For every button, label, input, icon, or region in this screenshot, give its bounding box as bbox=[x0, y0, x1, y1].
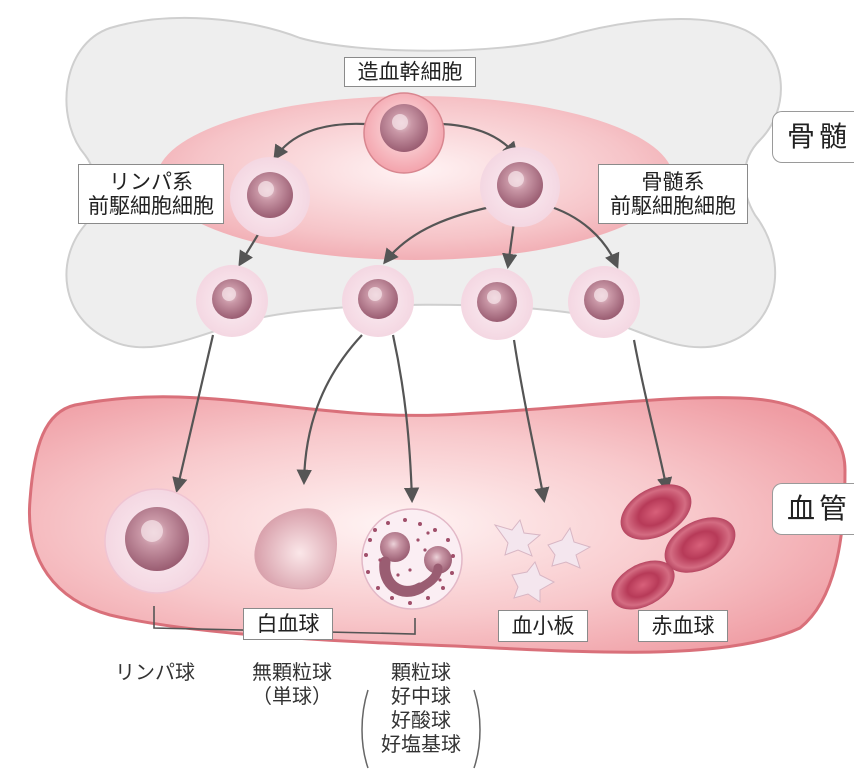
myeloid-progenitor-label: 骨髄系 前駆細胞細胞 bbox=[598, 164, 748, 224]
arrow-to-lymphocyte bbox=[172, 334, 215, 494]
arrow-myeloid-to-4 bbox=[544, 203, 620, 269]
agranulocyte-caption-line2: （単球） bbox=[252, 684, 332, 708]
red-blood-cells bbox=[611, 484, 736, 610]
arrow-stem-to-lymphoid bbox=[273, 122, 366, 161]
granulocyte-paren-left bbox=[361, 689, 369, 769]
granulocyte-paren-right bbox=[473, 689, 481, 769]
monocyte-cell bbox=[254, 508, 337, 590]
lymphocyte-caption: リンパ球 bbox=[100, 660, 210, 684]
stem-cell-label-text: 造血幹細胞 bbox=[357, 60, 463, 84]
arrow-myeloid-to-2 bbox=[383, 203, 501, 265]
platelets bbox=[493, 518, 592, 603]
stem-cell-label: 造血幹細胞 bbox=[344, 57, 476, 87]
red-blood-cell-label-text: 赤血球 bbox=[651, 614, 715, 638]
precursor-cell-1 bbox=[196, 265, 268, 337]
agranulocyte-caption-line1: 無顆粒球 bbox=[252, 660, 332, 684]
arrow-to-platelet bbox=[512, 339, 550, 504]
platelet-label: 血小板 bbox=[498, 610, 588, 642]
lymphocyte-cell bbox=[104, 488, 210, 594]
arrow-to-monocyte bbox=[296, 334, 363, 486]
agranulocyte-caption: 無顆粒球 （単球） bbox=[232, 660, 352, 708]
bone-marrow-tag-text: 骨髄 bbox=[787, 120, 852, 153]
lymphoid-progenitor-line2: 前駆細胞細胞 bbox=[88, 194, 214, 218]
lymphoid-progenitor-line1: リンパ系 bbox=[109, 170, 193, 194]
lymphoid-progenitor-cell bbox=[230, 157, 310, 237]
myeloid-progenitor-cell bbox=[480, 147, 560, 227]
granulocyte-cell bbox=[361, 508, 463, 610]
arrow-to-granulocyte bbox=[391, 334, 420, 504]
granulocyte-caption-line2: 好中球 bbox=[391, 684, 451, 708]
lymphocyte-caption-text: リンパ球 bbox=[115, 660, 195, 684]
precursor-cell-3 bbox=[461, 268, 533, 340]
granulocyte-caption-line3: 好酸球 bbox=[391, 708, 451, 732]
white-blood-cell-label: 白血球 bbox=[243, 608, 333, 640]
red-blood-cell-label: 赤血球 bbox=[638, 610, 728, 642]
lymphoid-progenitor-label: リンパ系 前駆細胞細胞 bbox=[78, 164, 224, 224]
myeloid-progenitor-line2: 前駆細胞細胞 bbox=[610, 194, 736, 218]
arrow-myeloid-to-3 bbox=[502, 221, 518, 270]
arrow-to-rbc bbox=[632, 339, 673, 494]
bone-marrow-tag: 骨髄 bbox=[772, 111, 854, 163]
granulocyte-caption: 顆粒球 好中球 好酸球 好塩基球 bbox=[366, 660, 476, 756]
granulocyte-caption-line4: 好塩基球 bbox=[381, 732, 461, 756]
granulocyte-caption-line1: 顆粒球 bbox=[391, 660, 451, 684]
blood-vessel-tag-text: 血管 bbox=[787, 492, 852, 525]
blood-vessel-tag: 血管 bbox=[772, 483, 854, 535]
myeloid-progenitor-line1: 骨髄系 bbox=[641, 170, 705, 194]
precursor-cell-4 bbox=[568, 266, 640, 338]
white-blood-cell-label-text: 白血球 bbox=[256, 612, 320, 636]
stem-cell bbox=[363, 92, 445, 174]
platelet-label-text: 血小板 bbox=[511, 614, 575, 638]
precursor-cell-2 bbox=[342, 265, 414, 337]
